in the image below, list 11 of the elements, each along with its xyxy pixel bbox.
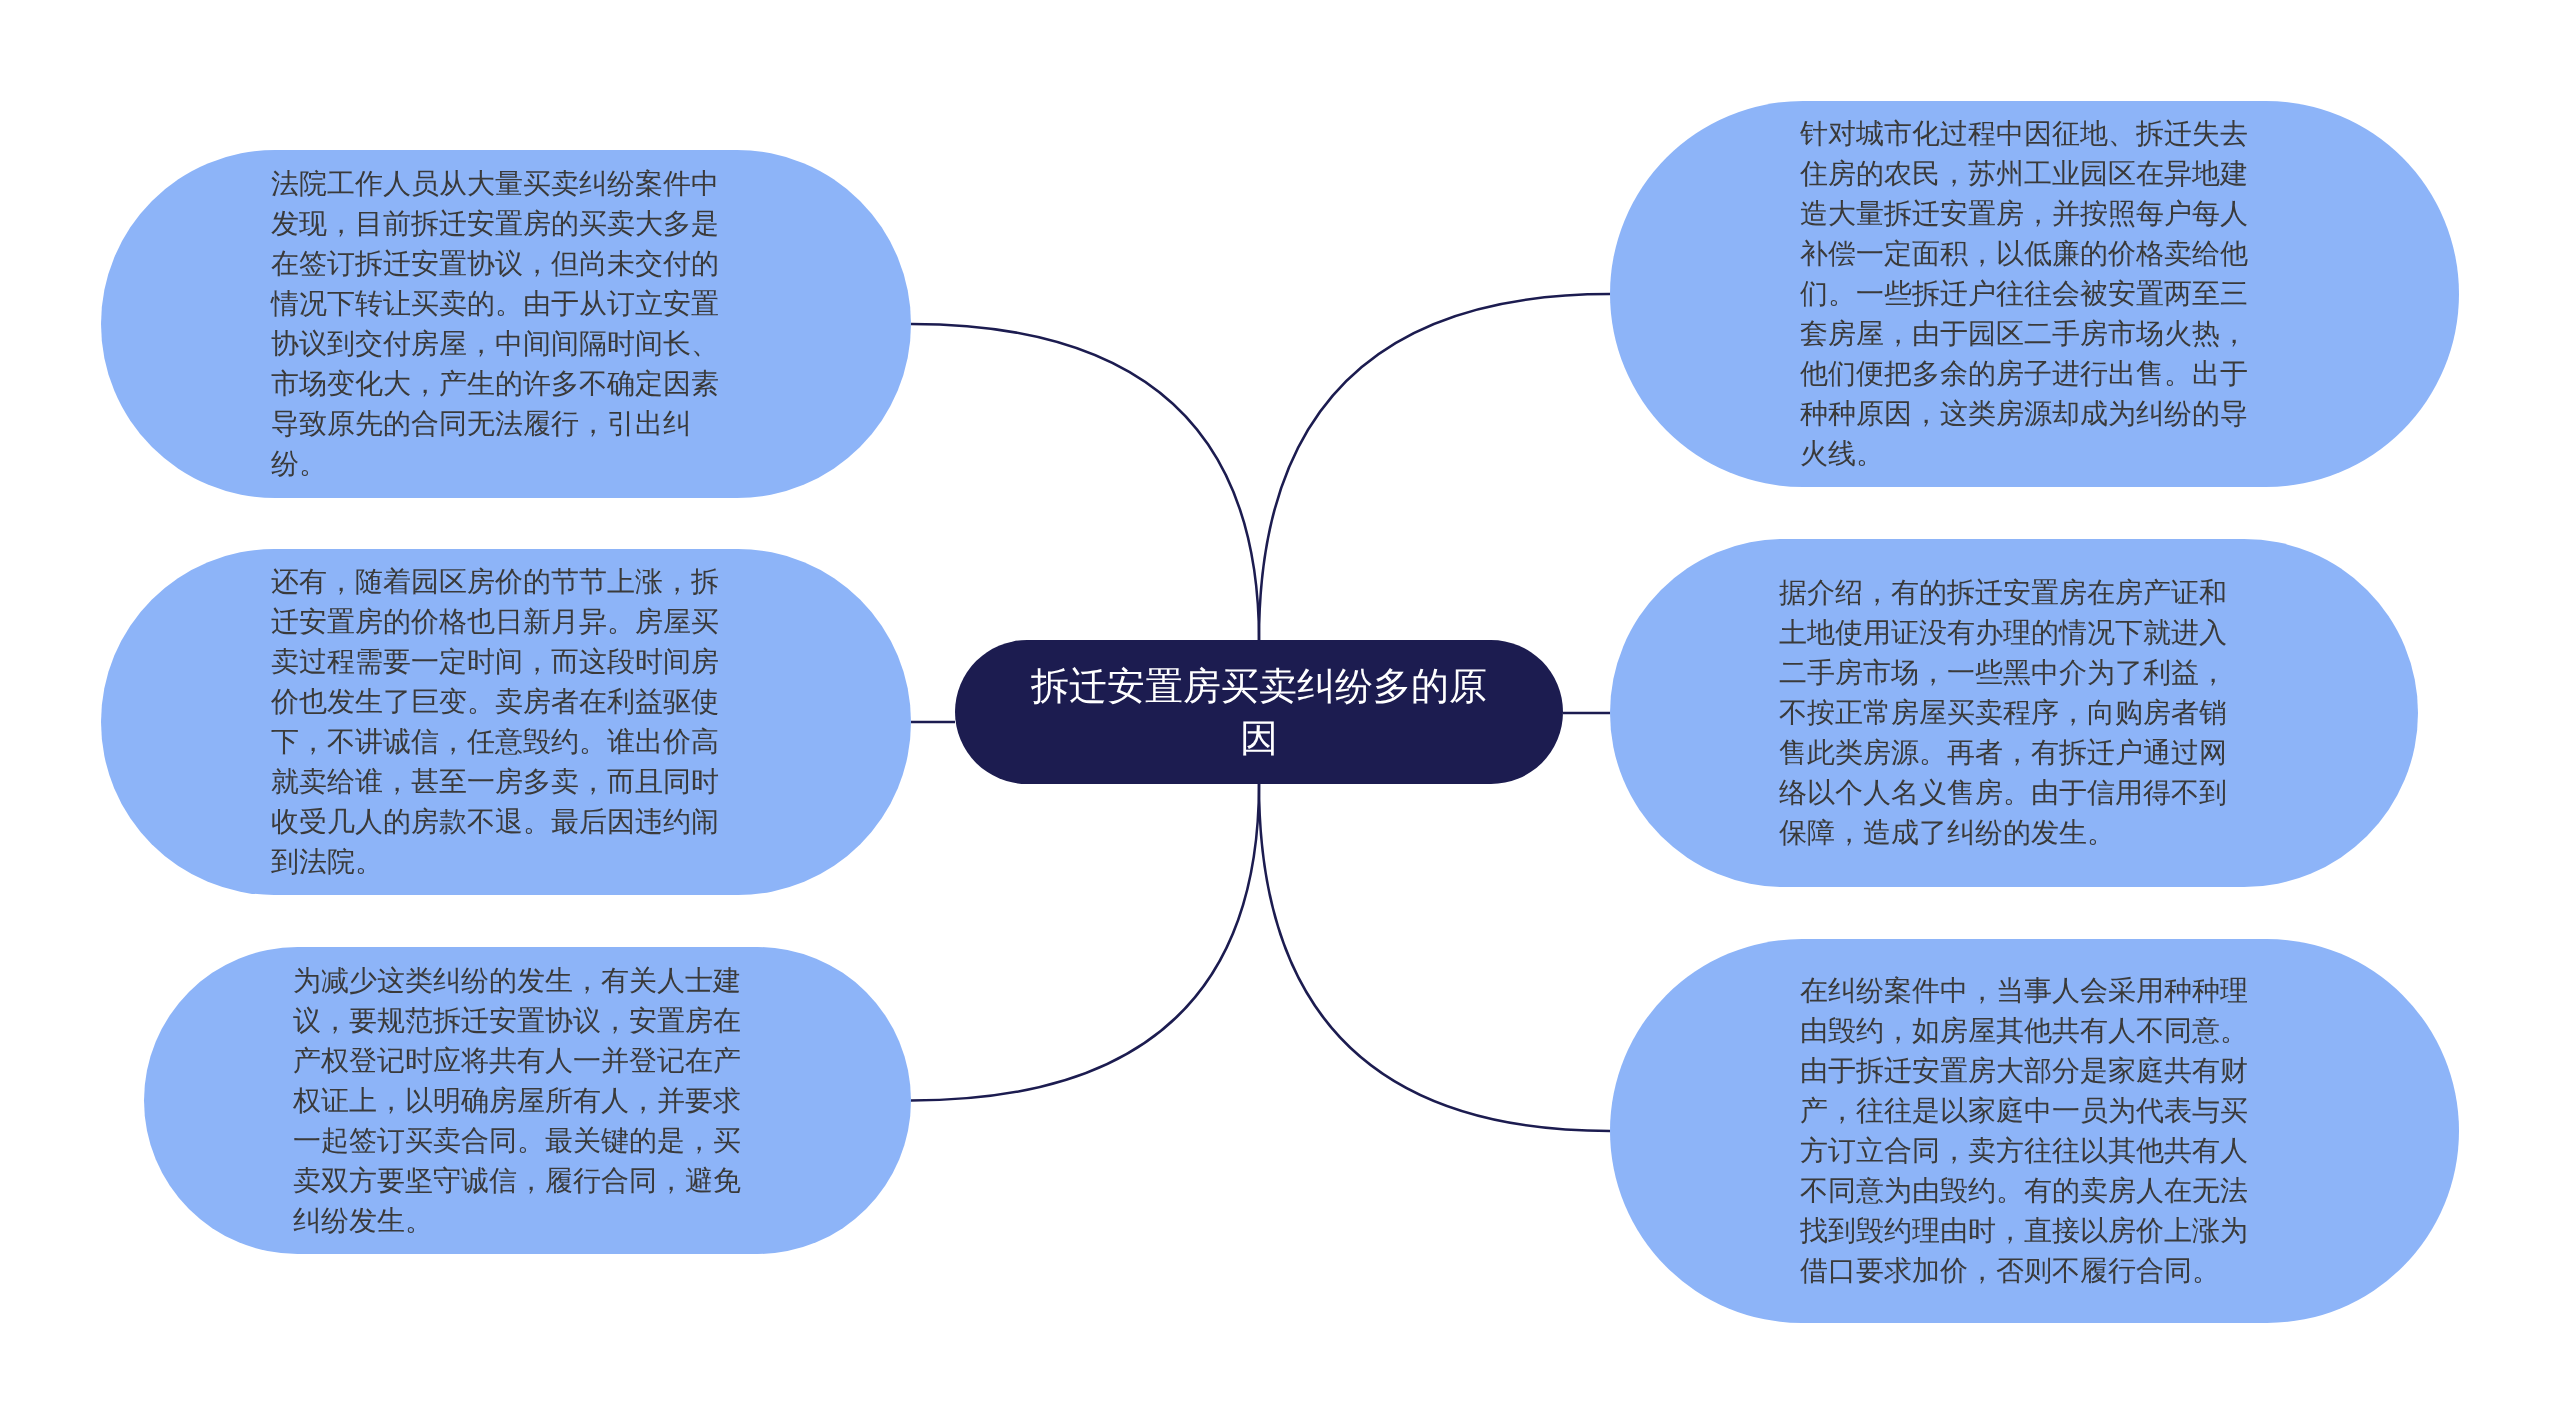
- connector-line: [1563, 711, 1610, 715]
- topic-title: 拆迁安置房买卖纠纷多的原因: [1030, 663, 1488, 762]
- connector-line: [911, 720, 955, 724]
- topic-text: 据介绍，有的拆迁安置房在房产证和土地使用证没有办理的情况下就进入二手房市场，一些黑中介为了利益，不按正常房屋买卖程序，向购房者销售此类房源。再者，有拆迁户通过网络以个人名义售房。由于信用得不到保障，造成了纠纷的发生。: [1779, 575, 2228, 851]
- topic-text: 为减少这类纠纷的发生，有关人士建议，要规范拆迁安置协议，安置房在产权登记时应将共有人一并登记在产权证上，以明确房屋所有人，并要求一起签订买卖合同。最关键的是，买卖双方要坚守诚信，履行合同，避免纠纷发生。: [292, 962, 742, 1239]
- topic-text: 针对城市化过程中因征地、拆迁失去住房的农民，苏州工业园区在异地建造大量拆迁安置房，并按照每户每人补偿一定面积，以低廉的价格卖给他们。一些拆迁户往往会被安置两至三套房屋，由于园区二手房市场火热，他们便把多余的房子进行出售。出于种种原因，这类房源却成为纠纷的导火线。: [1799, 116, 2249, 472]
- connector-line: [1257, 292, 1611, 641]
- topic-text: 还有，随着园区房价的节节上涨，拆迁安置房的价格也日新月异。房屋买卖过程需要一定时间，而这段时间房价也发生了巨变。卖房者在利益驱使下，不讲诚信，任意毁约。谁出价高就卖给谁，甚至一房多卖，而且同时收受几人的房款不退。最后因违约闹到法院。: [271, 564, 720, 880]
- connector-line: [1257, 783, 1611, 1133]
- topic-text: 在纠纷案件中，当事人会采用种种理由毁约，如房屋其他共有人不同意。由于拆迁安置房大部分是家庭共有财产，往往是以家庭中一员为代表与买方订立合同，卖方往往以其他共有人不同意为由毁约。有的卖房人在无法找到毁约理由时，直接以房价上涨为借口要求加价，否则不履行合同。: [1799, 973, 2249, 1289]
- topic-text: 法院工作人员从大量买卖纠纷案件中发现，目前拆迁安置房的买卖大多是在签订拆迁安置协议，但尚未交付的情况下转让买卖的。由于从订立安置协议到交付房屋，中间间隔时间长、市场变化大，产生的许多不确定因素导致原先的合同无法履行，引出纠纷。: [271, 166, 720, 482]
